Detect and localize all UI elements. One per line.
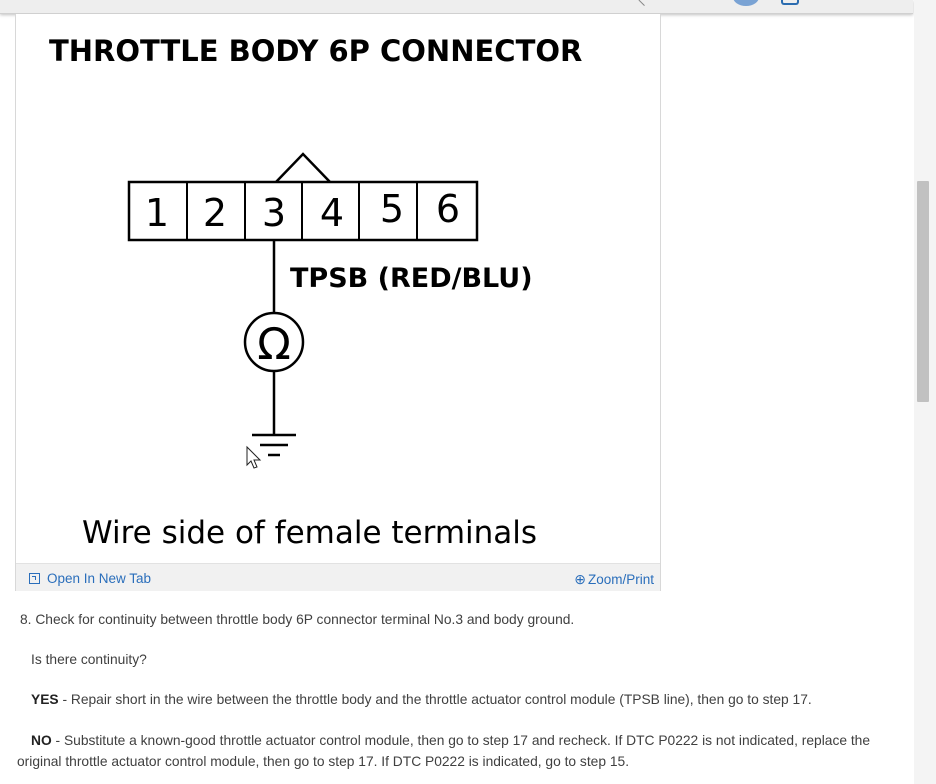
ground-icon [252, 433, 296, 457]
zoom-icon: ⊕ [574, 571, 586, 587]
yes-text: - Repair short in the wire between the t… [58, 692, 812, 707]
terminal-4-label: 4 [320, 191, 344, 235]
open-in-new-tab-label: Open In New Tab [47, 571, 152, 586]
figure-panel: THROTTLE BODY 6P CONNECTOR 1 2 3 4 5 6 T… [15, 14, 661, 591]
no-label: NO [31, 733, 52, 748]
no-text-line2: original throttle actuator control modul… [17, 754, 630, 769]
diagram-title: THROTTLE BODY 6P CONNECTOR [49, 34, 582, 68]
wire-label: TPSB (RED/BLU) [290, 263, 533, 294]
no-text-line1: - Substitute a known-good throttle actua… [51, 733, 871, 748]
zoom-print-label: Zoom/Print [587, 572, 654, 587]
open-in-new-tab-link[interactable]: Open In New Tab [29, 571, 151, 586]
step-instruction: 8. Check for continuity between throttle… [20, 612, 575, 627]
yes-answer: YES - Repair short in the wire between t… [31, 692, 812, 707]
step-question: Is there continuity? [31, 652, 147, 667]
mouse-cursor-icon [246, 445, 262, 469]
diagram-caption: Wire side of female terminals [82, 515, 537, 551]
terminal-6-label: 6 [436, 187, 460, 231]
connector-lock-tab [275, 152, 331, 183]
terminal-2-label: 2 [203, 191, 227, 235]
terminal-5-label: 5 [380, 187, 404, 231]
open-new-tab-icon [29, 573, 40, 584]
figure-footer: Open In New Tab ⊕Zoom/Print [16, 563, 660, 591]
avatar[interactable] [733, 0, 759, 6]
chevron-icon[interactable] [638, 0, 651, 7]
connector-diagram: THROTTLE BODY 6P CONNECTOR 1 2 3 4 5 6 T… [49, 34, 582, 551]
notification-icon[interactable] [781, 0, 799, 5]
ohm-icon: Ω [257, 319, 291, 370]
terminal-dividers [186, 182, 418, 240]
zoom-print-link[interactable]: ⊕Zoom/Print [574, 571, 654, 588]
top-toolbar [0, 0, 913, 14]
scrollbar-thumb[interactable] [917, 181, 929, 402]
yes-label: YES [31, 692, 59, 707]
no-answer: NO - Substitute a known-good throttle ac… [31, 733, 870, 748]
terminal-1-label: 1 [145, 191, 169, 235]
terminal-3-label: 3 [262, 191, 286, 235]
